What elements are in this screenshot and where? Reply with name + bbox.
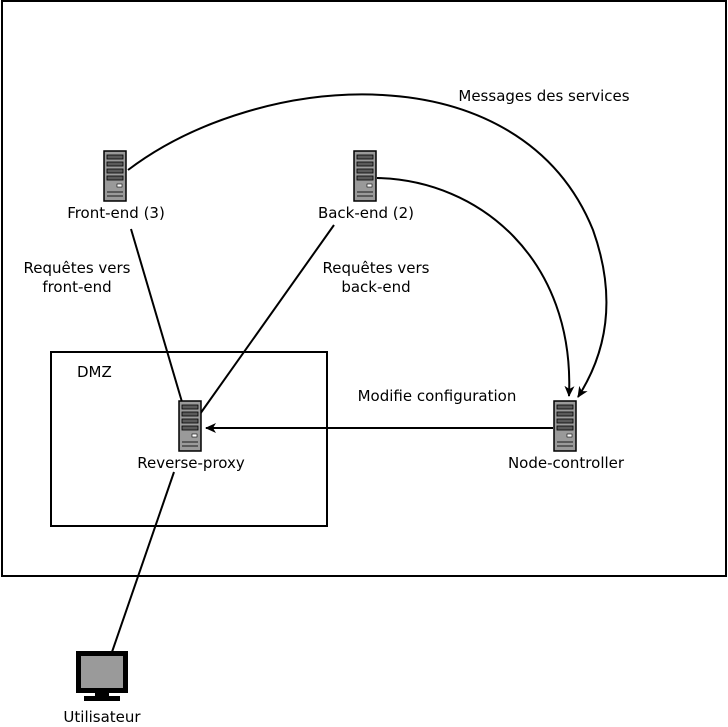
user-computer-icon	[76, 651, 128, 701]
edge-back-to-proxy	[199, 224, 335, 415]
front-requests-label-line1: Requêtes vers	[23, 259, 130, 277]
dmz-zone	[50, 351, 328, 527]
back-end-label: Back-end (2)	[318, 204, 414, 222]
edge-front-to-proxy	[130, 228, 183, 403]
back-end-server-icon	[353, 150, 377, 202]
front-end-label: Front-end (3)	[67, 204, 165, 222]
edge-back-to-controller	[376, 177, 575, 397]
dmz-label: DMZ	[77, 363, 112, 381]
service-messages-label: Messages des services	[458, 87, 629, 105]
reverse-proxy-server-icon	[178, 400, 202, 452]
back-requests-label-line2: back-end	[341, 278, 410, 296]
system-boundary	[1, 0, 727, 577]
front-requests-label-line2: front-end	[42, 278, 111, 296]
back-requests-label-line1: Requêtes vers	[322, 259, 429, 277]
modify-config-label: Modifie configuration	[358, 387, 517, 405]
front-end-server-icon	[103, 150, 127, 202]
edge-front-to-controller	[127, 93, 608, 398]
node-controller-server-icon	[553, 400, 577, 452]
node-controller-label: Node-controller	[508, 454, 625, 472]
reverse-proxy-label: Reverse-proxy	[137, 454, 245, 472]
user-label: Utilisateur	[63, 708, 141, 726]
edge-proxy-to-user	[111, 471, 175, 653]
